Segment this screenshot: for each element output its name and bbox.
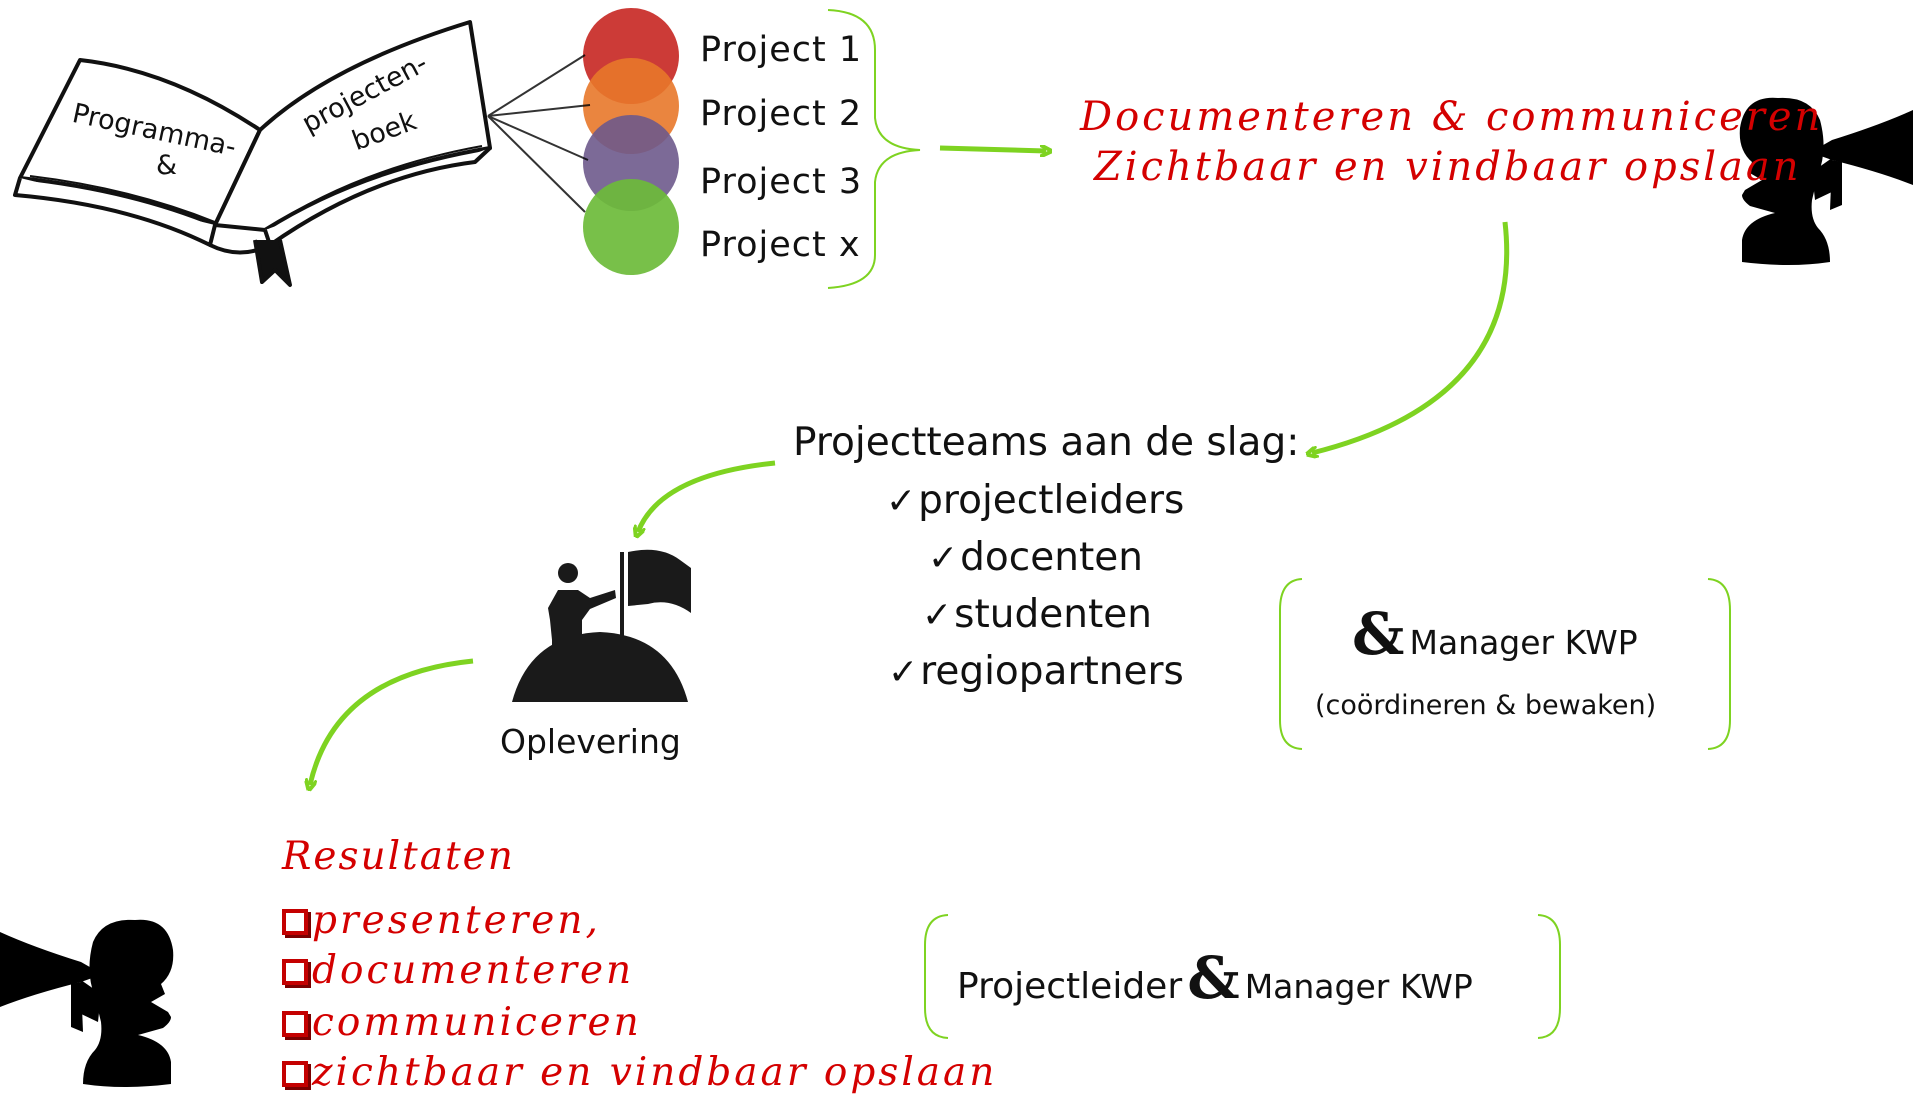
project-label-2: Project 2 bbox=[700, 94, 863, 134]
manager-title: Manager KWP bbox=[1409, 623, 1638, 662]
ampersand-glyph: & bbox=[1352, 600, 1405, 668]
team-item-projectleiders: ✓projectleiders bbox=[886, 478, 1185, 523]
checkbox-icon bbox=[282, 959, 308, 985]
projectteams-title: Projectteams aan de slag: bbox=[793, 420, 1300, 465]
open-book-icon bbox=[13, 20, 492, 287]
team-item-regiopartners: ✓regiopartners bbox=[888, 649, 1184, 694]
documenteren-line-1: Documenteren & communiceren bbox=[1080, 94, 1824, 140]
megaphone-person-icon-bottom bbox=[0, 919, 174, 1087]
person-flag-summit-icon bbox=[512, 549, 691, 702]
result-item-opslaan: zichtbaar en vindbaar opslaan bbox=[282, 1050, 997, 1095]
result-item-presenteren: presenteren, bbox=[282, 898, 601, 943]
megaphone-person-icon bbox=[1739, 97, 1913, 265]
check-icon: ✓ bbox=[928, 538, 959, 579]
oplevering-label: Oplevering bbox=[500, 722, 681, 761]
check-icon: ✓ bbox=[922, 595, 953, 636]
manager-subtitle: (coördineren & bewaken) bbox=[1315, 690, 1657, 721]
leader-box-text: Projectleider & Manager KWP bbox=[957, 944, 1473, 1012]
check-icon: ✓ bbox=[886, 481, 917, 522]
leader-box-part1: Projectleider bbox=[957, 966, 1183, 1007]
result-item-communiceren: communiceren bbox=[282, 1000, 642, 1045]
leader-box-part2: Manager KWP bbox=[1244, 967, 1473, 1006]
documenteren-line-2: Zichtbaar en vindbaar opslaan bbox=[1094, 144, 1802, 190]
arrow-to-documenteren bbox=[939, 148, 1046, 151]
leader-box-brackets bbox=[924, 914, 1561, 1039]
arrow-to-projectteams bbox=[1312, 221, 1510, 453]
team-item-studenten: ✓studenten bbox=[922, 592, 1152, 637]
check-icon: ✓ bbox=[888, 652, 919, 693]
project-label-1: Project 1 bbox=[700, 30, 863, 70]
book-connectors bbox=[487, 54, 591, 213]
project-circle-4 bbox=[583, 179, 679, 275]
project-label-x: Project x bbox=[700, 225, 861, 265]
book-label-ampersand: & bbox=[156, 150, 178, 181]
manager-box-brackets bbox=[1279, 578, 1731, 750]
ampersand-glyph: & bbox=[1187, 944, 1240, 1012]
projects-brace bbox=[827, 9, 921, 289]
manager-box-heading: & Manager KWP bbox=[1352, 600, 1638, 668]
result-item-documenteren: documenteren bbox=[282, 948, 634, 993]
team-item-docenten: ✓docenten bbox=[928, 535, 1143, 580]
project-circles bbox=[583, 8, 679, 275]
checkbox-icon bbox=[282, 1011, 308, 1037]
checkbox-icon bbox=[282, 909, 308, 935]
project-label-3: Project 3 bbox=[700, 162, 863, 202]
checkbox-icon bbox=[282, 1061, 308, 1087]
arrow-to-resultaten bbox=[310, 658, 474, 785]
arrow-to-oplevering bbox=[638, 460, 776, 532]
resultaten-title: Resultaten bbox=[282, 834, 515, 879]
